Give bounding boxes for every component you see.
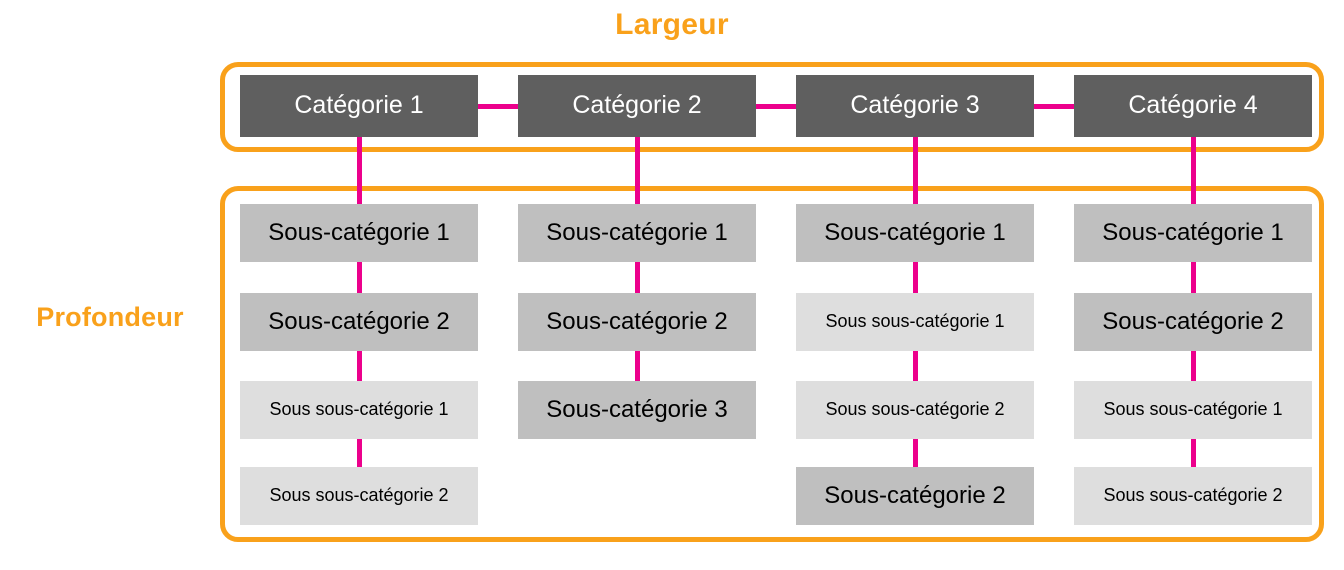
category-to-child-connector [356, 137, 362, 204]
category-to-child-connector [1190, 137, 1196, 204]
sibling-connector-vertical [1190, 351, 1196, 381]
subcategory-label: Sous-catégorie 1 [268, 218, 450, 246]
subcategory-box[interactable]: Sous-catégorie 2 [796, 467, 1034, 525]
category-label: Catégorie 3 [850, 91, 980, 120]
category-label: Catégorie 4 [1128, 91, 1258, 120]
category-box[interactable]: Catégorie 4 [1074, 75, 1312, 137]
subcategory-label: Sous-catégorie 1 [824, 218, 1006, 246]
sibling-connector-vertical [356, 351, 362, 381]
subcategory-box[interactable]: Sous-catégorie 1 [796, 204, 1034, 262]
subcategory-label: Sous-catégorie 2 [546, 307, 728, 335]
category-to-child-connector [912, 137, 918, 204]
sibling-connector-vertical [1190, 262, 1196, 293]
sub-subcategory-box[interactable]: Sous sous-catégorie 2 [1074, 467, 1312, 525]
subcategory-box[interactable]: Sous-catégorie 2 [1074, 293, 1312, 351]
sub-subcategory-label: Sous sous-catégorie 2 [825, 399, 1005, 420]
sub-subcategory-label: Sous sous-catégorie 1 [1103, 399, 1283, 420]
category-connector-horizontal [1034, 104, 1074, 109]
subcategory-box[interactable]: Sous-catégorie 1 [1074, 204, 1312, 262]
sibling-connector-vertical [912, 351, 918, 381]
subcategory-label: Sous-catégorie 2 [1102, 307, 1284, 335]
category-connector-horizontal [478, 104, 518, 109]
subcategory-label: Sous-catégorie 1 [546, 218, 728, 246]
axis-label-profondeur: Profondeur [36, 302, 184, 332]
sibling-connector-vertical [356, 262, 362, 293]
sub-subcategory-label: Sous sous-catégorie 1 [825, 311, 1005, 332]
sub-subcategory-box[interactable]: Sous sous-catégorie 1 [1074, 381, 1312, 439]
category-box[interactable]: Catégorie 3 [796, 75, 1034, 137]
sibling-connector-vertical [912, 439, 918, 467]
sibling-connector-vertical [912, 262, 918, 293]
subcategory-box[interactable]: Sous-catégorie 3 [518, 381, 756, 439]
sibling-connector-vertical [634, 351, 640, 381]
subcategory-box[interactable]: Sous-catégorie 1 [240, 204, 478, 262]
subcategory-box[interactable]: Sous-catégorie 1 [518, 204, 756, 262]
sibling-connector-vertical [634, 262, 640, 293]
subcategory-label: Sous-catégorie 2 [268, 307, 450, 335]
subcategory-label: Sous-catégorie 2 [824, 481, 1006, 509]
profondeur-container-outline [220, 186, 1324, 542]
sub-subcategory-box[interactable]: Sous sous-catégorie 1 [796, 293, 1034, 351]
subcategory-label: Sous-catégorie 3 [546, 395, 728, 423]
category-connector-horizontal [756, 104, 796, 109]
largeur-container-outline [220, 62, 1324, 152]
sub-subcategory-box[interactable]: Sous sous-catégorie 2 [796, 381, 1034, 439]
category-box[interactable]: Catégorie 1 [240, 75, 478, 137]
sibling-connector-vertical [356, 439, 362, 467]
sub-subcategory-label: Sous sous-catégorie 1 [269, 399, 449, 420]
sub-subcategory-box[interactable]: Sous sous-catégorie 2 [240, 467, 478, 525]
subcategory-box[interactable]: Sous-catégorie 2 [240, 293, 478, 351]
category-to-child-connector [634, 137, 640, 204]
sub-subcategory-label: Sous sous-catégorie 2 [269, 485, 449, 506]
sub-subcategory-box[interactable]: Sous sous-catégorie 1 [240, 381, 478, 439]
subcategory-box[interactable]: Sous-catégorie 2 [518, 293, 756, 351]
category-label: Catégorie 2 [572, 91, 702, 120]
category-box[interactable]: Catégorie 2 [518, 75, 756, 137]
sibling-connector-vertical [1190, 439, 1196, 467]
subcategory-label: Sous-catégorie 1 [1102, 218, 1284, 246]
page-title-largeur: Largeur [615, 8, 729, 41]
sub-subcategory-label: Sous sous-catégorie 2 [1103, 485, 1283, 506]
category-label: Catégorie 1 [294, 91, 424, 120]
